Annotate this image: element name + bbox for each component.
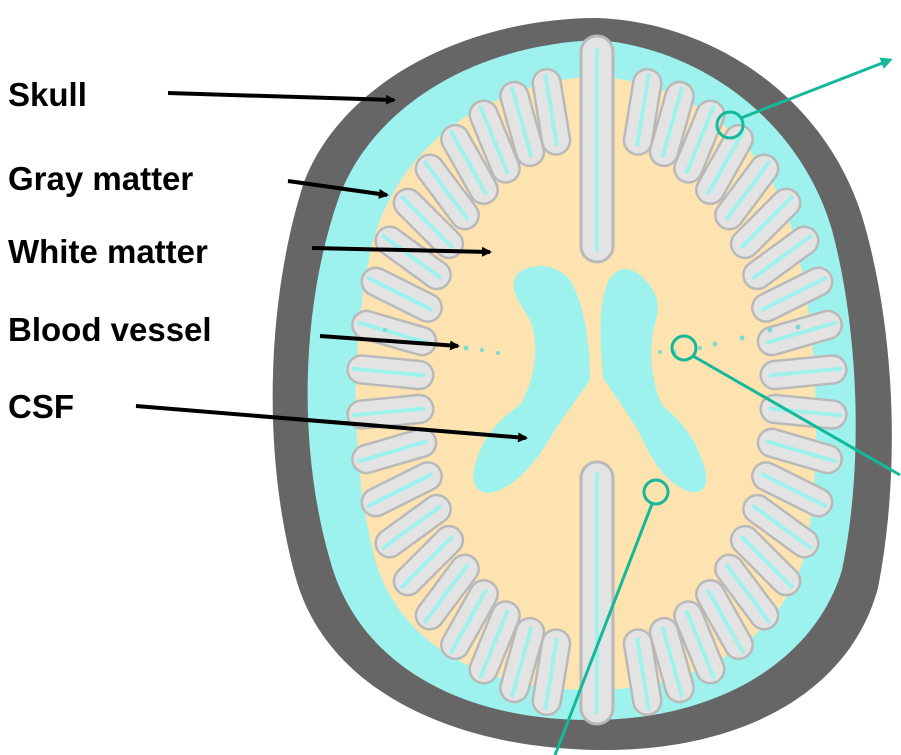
label-gray-matter: Gray matter bbox=[8, 162, 193, 195]
label-csf: CSF bbox=[8, 390, 74, 423]
arrow-skull bbox=[168, 93, 394, 100]
label-white-matter: White matter bbox=[8, 235, 208, 268]
label-skull: Skull bbox=[8, 78, 87, 111]
label-blood-vessel: Blood vessel bbox=[8, 313, 212, 346]
